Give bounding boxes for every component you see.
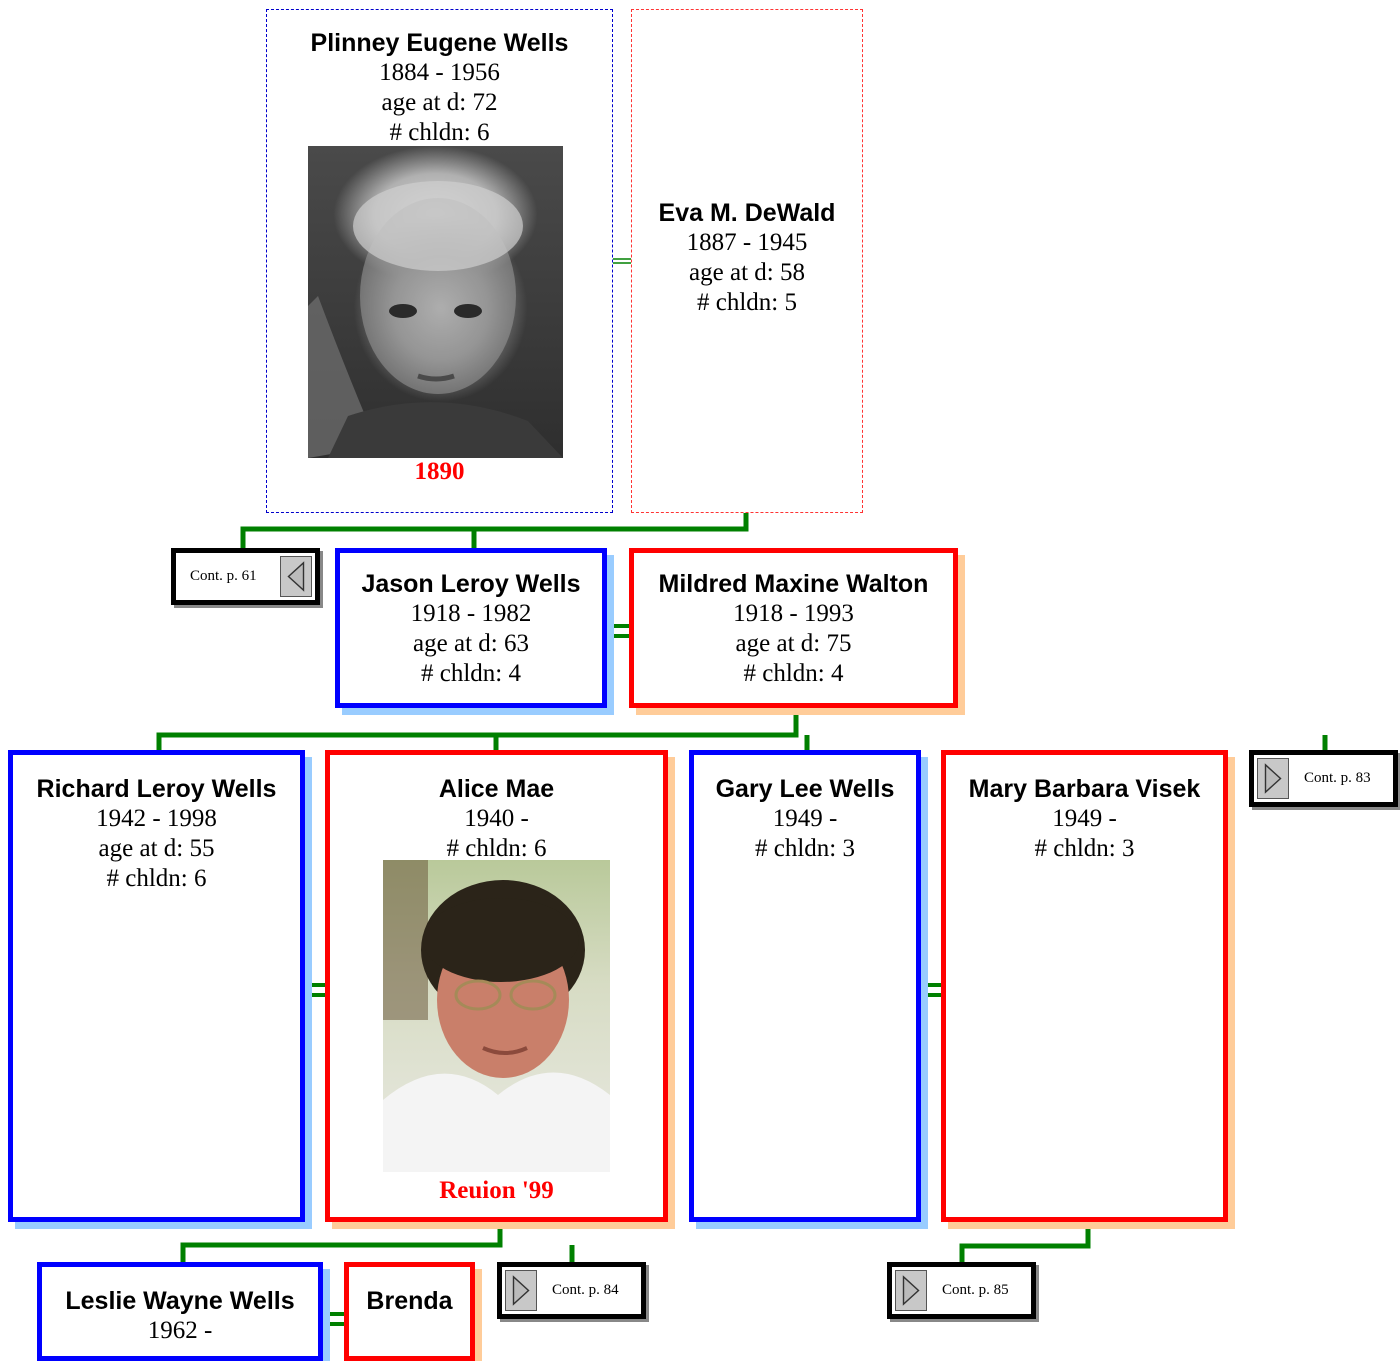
person-dates: 1887 - 1945 [686,229,808,256]
arrow-right-icon [895,1270,927,1311]
person-card-plinney[interactable]: Plinney Eugene Wells 1884 - 1956 age at … [266,9,613,513]
connector-gen2-children [156,713,799,752]
photo-caption: Reuion '99 [439,1177,554,1204]
continuation-label: Cont. p. 61 [190,568,257,584]
person-dates: 1942 - 1998 [96,805,217,832]
person-children-count: # chldn: 6 [106,865,207,892]
continuation-link-p83[interactable]: Cont. p. 83 [1249,750,1398,807]
continuation-label: Cont. p. 84 [552,1282,619,1298]
person-photo[interactable] [308,146,563,458]
person-dates: 1884 - 1956 [379,59,500,86]
person-age: age at d: 75 [735,630,852,657]
person-card-jason[interactable]: Jason Leroy Wells 1918 - 1982 age at d: … [335,548,607,708]
connector-alice-children [180,1225,503,1265]
person-dates: 1918 - 1993 [733,600,854,627]
person-age: age at d: 58 [689,259,805,286]
photo-caption: 1890 [414,458,465,485]
person-name: Mildred Maxine Walton [658,570,929,598]
person-children-count: # chldn: 3 [755,835,855,862]
person-card-richard[interactable]: Richard Leroy Wells 1942 - 1998 age at d… [8,750,305,1222]
person-age: age at d: 63 [413,630,529,657]
person-card-brenda[interactable]: Brenda [344,1262,475,1361]
child-portrait-icon [308,181,563,458]
person-name: Alice Mae [438,775,555,803]
person-children-count: # chldn: 6 [389,119,490,146]
person-name: Eva M. DeWald [658,199,836,227]
arrow-right-icon [505,1270,537,1311]
person-children-count: # chldn: 5 [697,289,797,316]
person-age: age at d: 55 [98,835,215,862]
person-card-leslie[interactable]: Leslie Wayne Wells 1962 - [37,1262,323,1361]
woman-portrait-icon [383,860,610,1172]
person-card-mary[interactable]: Mary Barbara Visek 1949 - # chldn: 3 [941,750,1228,1222]
person-name: Mary Barbara Visek [968,775,1201,803]
person-children-count: # chldn: 4 [743,660,844,687]
person-card-alice[interactable]: Alice Mae 1940 - # chldn: 6 Reuion '99 [325,750,668,1222]
continuation-link-p84[interactable]: Cont. p. 84 [497,1262,646,1319]
continuation-label: Cont. p. 83 [1304,770,1371,786]
continuation-link-p85[interactable]: Cont. p. 85 [887,1262,1036,1319]
continuation-label: Cont. p. 85 [942,1282,1009,1298]
person-children-count: # chldn: 4 [421,660,521,687]
person-children-count: # chldn: 6 [446,835,547,862]
person-dates: 1918 - 1982 [410,600,532,627]
arrow-left-icon [280,556,312,597]
person-name: Leslie Wayne Wells [65,1287,295,1315]
person-name: Plinney Eugene Wells [310,29,569,57]
person-dates: 1940 - [464,805,529,832]
person-name: Jason Leroy Wells [361,570,581,598]
person-card-mildred[interactable]: Mildred Maxine Walton 1918 - 1993 age at… [629,548,958,708]
person-photo[interactable] [383,860,610,1172]
person-name: Richard Leroy Wells [36,775,277,803]
person-age: age at d: 72 [381,89,498,116]
person-dates: 1949 - [1052,805,1117,832]
person-dates: 1962 - [147,1317,213,1344]
person-name: Brenda [366,1287,453,1315]
continuation-link-p61[interactable]: Cont. p. 61 [171,548,320,605]
connector-gen1-children [240,510,749,548]
person-card-gary[interactable]: Gary Lee Wells 1949 - # chldn: 3 [689,750,921,1222]
person-children-count: # chldn: 3 [1034,835,1135,862]
person-name: Gary Lee Wells [715,775,895,803]
person-card-eva[interactable]: Eva M. DeWald 1887 - 1945 age at d: 58 #… [631,9,863,513]
connector-mary-children [959,1225,1091,1265]
arrow-right-icon [1257,758,1289,799]
person-dates: 1949 - [772,805,838,832]
